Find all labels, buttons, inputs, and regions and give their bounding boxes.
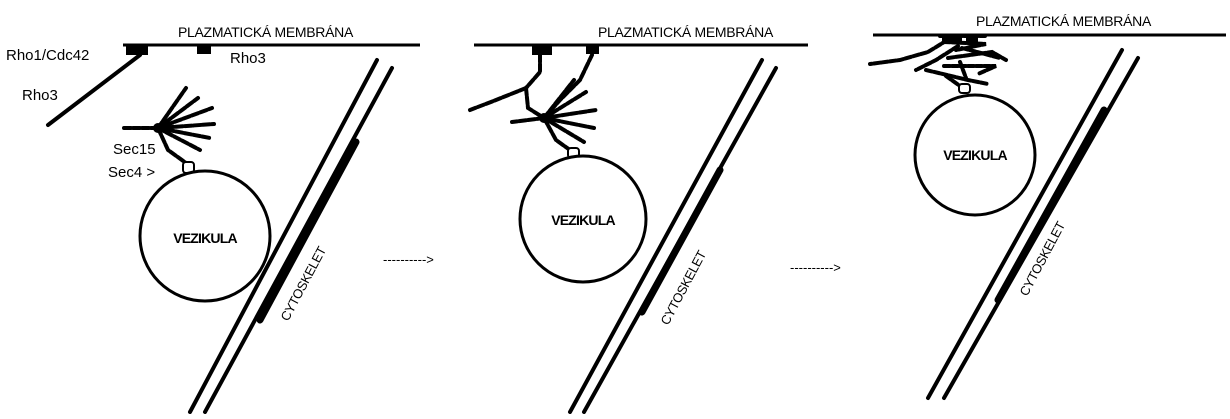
vesicle-label: VEZIKULA [173,230,237,246]
vesicle-label: VEZIKULA [551,212,615,228]
membrane-label: PLAZMATICKÁ MEMBRÁNA [976,13,1152,29]
vesicle-label: VEZIKULA [943,147,1007,163]
rho1-cdc42-anchor [126,46,148,55]
panel-3: PLAZMATICKÁ MEMBRÁNA VEZIKULA CYTOSKELET [870,13,1226,398]
rho1-cdc42-anchor [942,36,962,44]
membrane-label: PLAZMATICKÁ MEMBRÁNA [598,24,774,40]
sec4-label: Sec4 > [108,164,155,181]
rho3-strand [48,55,140,125]
docking-complex [870,36,1006,86]
progress-arrow-2: ----------> [790,260,841,275]
rho1-cdc42-anchor [532,46,552,55]
cytoskeleton-label: CYTOSKELET [657,248,709,328]
membrane-label: PLAZMATICKÁ MEMBRÁNA [178,24,354,40]
sec4-marker [959,84,970,93]
sec15-label: Sec15 [113,141,156,158]
sec15-node [539,113,549,123]
exocyst-complex [470,55,596,150]
rho3-anchor [586,46,599,54]
rho3-anchor [966,36,978,44]
rho1-cdc42-label: Rho1/Cdc42 [6,47,89,64]
progress-arrow-1: ----------> [383,252,434,267]
sec15-node [153,123,163,133]
cytoskeleton-label: CYTOSKELET [277,244,329,324]
rho3-top-label: Rho3 [230,50,266,67]
panel-2: PLAZMATICKÁ MEMBRÁNA VEZIKULA CYTOSKELET [470,24,808,412]
rho3-anchor [197,46,211,54]
panel-1: PLAZMATICKÁ MEMBRÁNA VEZIKULA [6,24,420,412]
rho3-left-label: Rho3 [22,87,58,104]
